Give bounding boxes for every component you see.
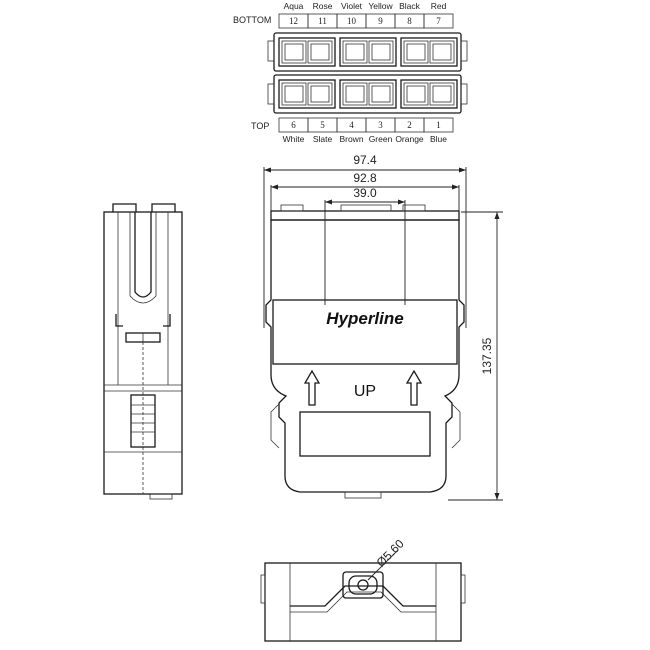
port-inner — [371, 43, 391, 61]
port-number: 12 — [289, 16, 298, 26]
port-number: 11 — [318, 16, 327, 26]
adapter-housing — [278, 37, 336, 67]
adapter-housing — [339, 37, 397, 67]
adapter-housing — [339, 79, 397, 109]
port-opening — [281, 40, 307, 64]
port-number: 7 — [436, 16, 441, 26]
up-label: UP — [354, 383, 376, 400]
port-inner — [345, 43, 365, 61]
bottom-port-10: 10 Violet — [336, 1, 367, 29]
port-inner — [432, 85, 452, 103]
port-cell — [423, 117, 454, 133]
port-number: 10 — [347, 16, 357, 26]
duplex-adapter — [339, 37, 397, 67]
fiber-color-label: Blue — [430, 134, 447, 144]
port-inner — [310, 85, 330, 103]
brand-label: Hyperline — [326, 309, 403, 328]
fiber-color-label: Violet — [341, 1, 363, 11]
port-opening — [429, 82, 455, 106]
bottom-port-8: 8 Black — [394, 1, 425, 29]
port-opening — [281, 82, 307, 106]
port-number: 9 — [378, 16, 383, 26]
port-inner — [310, 43, 330, 61]
port-inner — [406, 85, 426, 103]
fiber-color-label: Aqua — [284, 1, 304, 11]
port-number: 3 — [378, 120, 383, 130]
dim-hole-diameter: Ø5.60 — [374, 536, 407, 569]
duplex-adapter — [278, 37, 336, 67]
port-inner — [284, 43, 304, 61]
port-cell — [423, 13, 454, 29]
bottom-port-11: 11 Rose — [307, 1, 338, 29]
adapter-front-view — [267, 32, 468, 114]
front-view: Hyperline UP — [265, 204, 465, 499]
port-number: 4 — [349, 120, 354, 130]
port-table: BOTTOM TOP 12Aqua11Rose10Violet9Yellow8B… — [233, 1, 468, 144]
port-opening — [342, 82, 368, 106]
duplex-adapter — [400, 79, 458, 109]
fiber-color-label: Red — [431, 1, 447, 11]
dim-height: 137.35 — [480, 337, 494, 374]
dim-inner-width: 92.8 — [353, 171, 377, 185]
duplex-adapter — [400, 37, 458, 67]
bottom-port-9: 9 Yellow — [365, 1, 396, 29]
port-opening — [403, 82, 429, 106]
port-inner — [371, 85, 391, 103]
port-number: 2 — [407, 120, 412, 130]
adapter-housing — [278, 79, 336, 109]
dimensions: 97.4 92.8 39.0 137.35 — [263, 153, 503, 501]
port-inner — [345, 85, 365, 103]
bottom-port-12: 12 Aqua — [278, 1, 309, 29]
adapter-housing — [400, 79, 458, 109]
port-number: 6 — [291, 120, 296, 130]
dim-overall-width: 97.4 — [353, 153, 377, 167]
bottom-view: Ø5.60 — [260, 536, 466, 642]
fiber-color-label: Brown — [339, 134, 363, 144]
port-number: 1 — [436, 120, 441, 130]
fiber-color-label: Rose — [313, 1, 333, 11]
side-view — [103, 203, 183, 500]
bottom-port-cells: 12 Aqua 11 Rose 10 Violet 9 Yellow 8 Black 7 Red — [278, 1, 454, 29]
port-number: 8 — [407, 16, 412, 26]
top-label: TOP — [251, 121, 269, 131]
fiber-color-label: Yellow — [368, 1, 393, 11]
port-inner — [406, 43, 426, 61]
bottom-port-7: 7 Red — [423, 1, 454, 29]
port-number: 5 — [320, 120, 325, 130]
bottom-label: BOTTOM — [233, 15, 271, 25]
port-opening — [307, 40, 333, 64]
dim-port-span: 39.0 — [353, 186, 377, 200]
port-opening — [403, 40, 429, 64]
port-inner — [432, 43, 452, 61]
duplex-ports — [278, 37, 458, 109]
port-opening — [368, 82, 394, 106]
port-inner — [284, 85, 304, 103]
duplex-adapter — [278, 79, 336, 109]
fiber-color-label: White — [283, 134, 305, 144]
fiber-color-label: Slate — [313, 134, 333, 144]
port-opening — [429, 40, 455, 64]
adapter-housing — [400, 37, 458, 67]
duplex-adapter — [339, 79, 397, 109]
port-opening — [342, 40, 368, 64]
fiber-color-label: Black — [399, 1, 421, 11]
fiber-color-label: Orange — [395, 134, 424, 144]
fiber-color-label: Green — [369, 134, 393, 144]
port-opening — [368, 40, 394, 64]
port-opening — [307, 82, 333, 106]
